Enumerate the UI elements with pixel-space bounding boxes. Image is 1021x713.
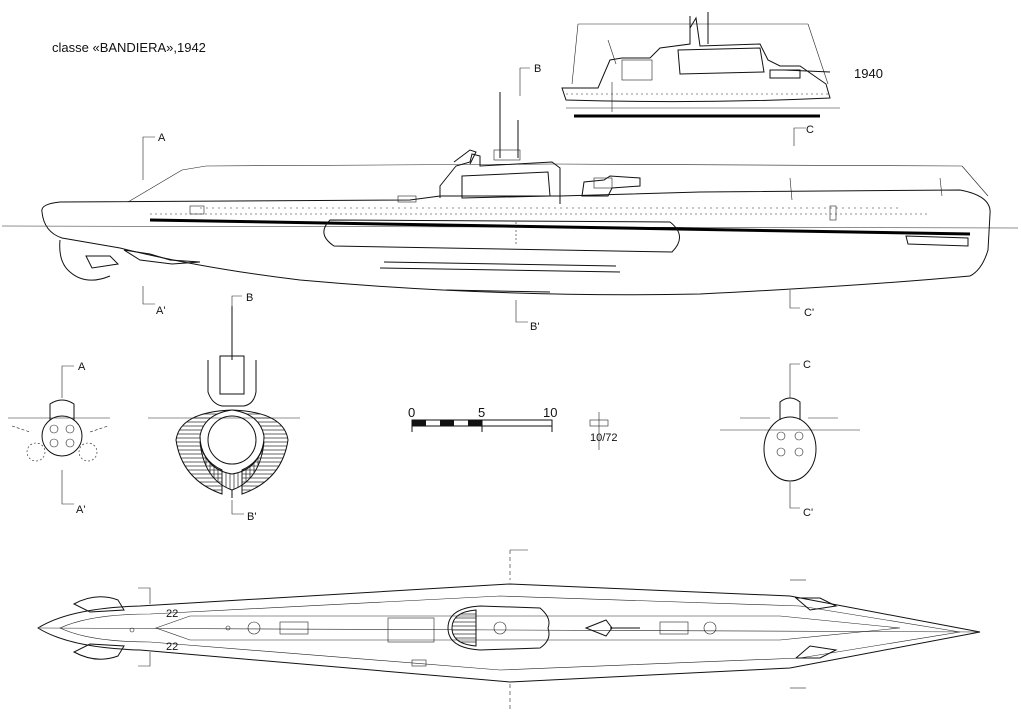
inset-year: 1940 (854, 66, 883, 81)
section-A-bottom-label: A' (76, 504, 85, 516)
section-label-B: B (534, 63, 541, 75)
scale-bar (411, 419, 553, 432)
section-callout-B: B (519, 63, 541, 96)
plan-mark-bottom: 22 (166, 641, 178, 653)
scale-tick-0: 0 (408, 405, 415, 420)
section-view-C (720, 363, 860, 509)
section-B-top-label: B (246, 292, 253, 304)
section-callout-B-prime: B' (515, 300, 539, 333)
section-label-A-prime: A' (156, 305, 165, 317)
section-label-A: A (158, 132, 166, 144)
section-callout-A: A (142, 132, 166, 180)
side-profile (1, 92, 1019, 296)
section-label-C-prime: C' (804, 307, 814, 319)
drawing-title: classe «BANDIERA»,1942 (52, 40, 206, 55)
section-view-A (8, 365, 110, 505)
plan-view (37, 549, 981, 710)
section-callout-C: C (793, 124, 814, 146)
section-C-bottom-label: C' (803, 507, 813, 519)
scale-tick-5: 5 (478, 405, 485, 420)
section-B-bottom-label: B' (247, 511, 256, 523)
section-callout-C-prime: C' (789, 290, 814, 319)
section-A-top-label: A (78, 361, 86, 373)
section-label-C: C (806, 124, 814, 136)
scale-ratio-symbol (589, 412, 609, 450)
inset-profile-1940 (561, 12, 840, 118)
plan-mark-top: 22 (166, 608, 178, 620)
section-C-top-label: C (803, 359, 811, 371)
section-view-B (148, 295, 300, 515)
section-callout-A-prime: A' (142, 286, 165, 317)
scale-ratio: 10/72 (590, 432, 618, 444)
scale-tick-10: 10 (543, 405, 557, 420)
section-label-B-prime: B' (530, 321, 539, 333)
